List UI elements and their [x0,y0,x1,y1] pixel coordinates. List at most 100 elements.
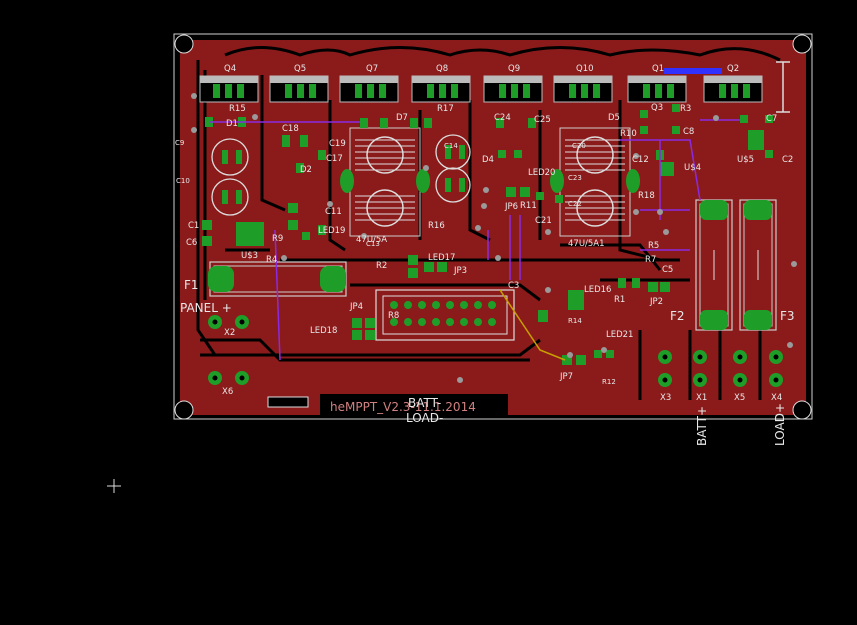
transistor-row [199,61,790,113]
label-r18: R18 [638,191,655,201]
label-c18: C18 [282,124,299,134]
q8[interactable] [411,75,471,103]
cap-c13[interactable] [435,167,471,203]
label-r2: R2 [376,261,387,271]
label-q7: Q7 [366,64,378,74]
label-led18: LED18 [310,326,337,336]
label-x6: X6 [222,387,233,397]
label-jp3: JP3 [453,266,467,276]
label-f3: F3 [780,309,795,323]
signal-traces [210,119,740,361]
connector-x6[interactable] [208,371,249,385]
label-d1: D1 [226,119,238,129]
label-c25: C25 [534,115,551,125]
label-led20: LED20 [528,168,555,178]
mounting-hole-tl [174,34,194,54]
label-r14: R14 [568,317,582,325]
q5[interactable] [269,75,329,103]
label-c13: C13 [366,240,380,248]
header-connector[interactable] [375,289,515,341]
label-x5: X5 [734,393,745,403]
label-d2: D2 [300,165,312,175]
label-batt-minus: BATT- [408,396,441,410]
label-x4: X4 [771,393,782,403]
q2[interactable] [703,75,763,103]
label-q2: Q2 [727,64,739,74]
label-f1: F1 [184,278,199,292]
fuse-f2[interactable] [695,199,733,331]
mounting-hole-tr [792,34,812,54]
label-f2: F2 [670,309,685,323]
label-c9: C9 [175,139,184,147]
label-d4: D4 [482,155,494,165]
connector-x1[interactable] [693,350,707,387]
label-r11: R11 [520,201,537,211]
label-c5: C5 [662,265,673,275]
title-plate [320,394,508,416]
q7[interactable] [339,75,399,103]
connector-x4[interactable] [769,350,783,387]
fuse-f3[interactable] [739,199,777,331]
inductor-right[interactable] [550,127,640,237]
q1[interactable] [627,75,687,103]
label-led21: LED21 [606,330,633,340]
isolation-channels [196,46,781,400]
label-jp7: JP7 [559,372,573,382]
cursor-crosshair [107,479,121,493]
label-r9: R9 [272,234,283,244]
label-load-minus: LOAD- [406,411,443,425]
label-r1: R1 [614,295,625,305]
label-d5: D5 [608,113,620,123]
label-r16: R16 [428,221,445,231]
board-outline [173,33,813,420]
label-q4: Q4 [224,64,236,74]
label-c19: C19 [329,139,346,149]
connector-x3[interactable] [658,350,672,387]
edge-bracket [776,61,790,113]
label-r15: R15 [229,104,246,114]
q4[interactable] [199,75,259,103]
label-c8: C8 [683,127,694,137]
label-r8: R8 [388,311,399,321]
label-panel-plus: PANEL + [180,301,232,315]
label-batt-plus: BATT+ [695,406,709,446]
connector-x5[interactable] [733,350,747,387]
label-r12: R12 [602,378,616,386]
label-x2: X2 [224,328,235,338]
label-d7: D7 [396,113,408,123]
label-c1: C1 [188,221,199,231]
vias [191,93,797,408]
board-title: heMPPT_V2.3-11.1.2014 [330,400,476,414]
cap-c9[interactable] [211,138,249,176]
terminal-blocks [208,315,783,387]
label-r4: R4 [266,255,277,265]
label-c17: C17 [326,154,343,164]
label-c23: C23 [568,174,582,182]
q9[interactable] [483,75,543,103]
component-labels: Q4 Q5 Q7 Q8 Q9 Q10 Q1 Q2 Q3 R15 R17 R3 R… [175,64,795,403]
label-q8: Q8 [436,64,448,74]
cap-c14[interactable] [435,134,471,170]
label-r3: R3 [680,104,691,114]
label-x3: X3 [660,393,671,403]
label-load-plus: LOAD+ [773,403,787,446]
label-c12: C12 [632,155,649,165]
label-led17: LED17 [428,253,455,263]
cap-c10[interactable] [211,178,249,216]
label-q5: Q5 [294,64,306,74]
label-c22: C22 [568,200,582,208]
copper-pour[interactable] [180,40,806,415]
label-u5: U$5 [737,155,754,165]
label-led19: LED19 [318,226,345,236]
label-c3: C3 [508,281,519,291]
mounting-holes [174,34,812,420]
label-c14: C14 [444,142,458,150]
label-x1: X1 [696,393,707,403]
q10[interactable] [553,75,613,103]
label-c6: C6 [186,238,197,248]
label-led16: LED16 [584,285,611,295]
connector-x2[interactable] [208,315,249,329]
label-c20: C20 [572,142,586,150]
label-jp4: JP4 [349,302,363,312]
